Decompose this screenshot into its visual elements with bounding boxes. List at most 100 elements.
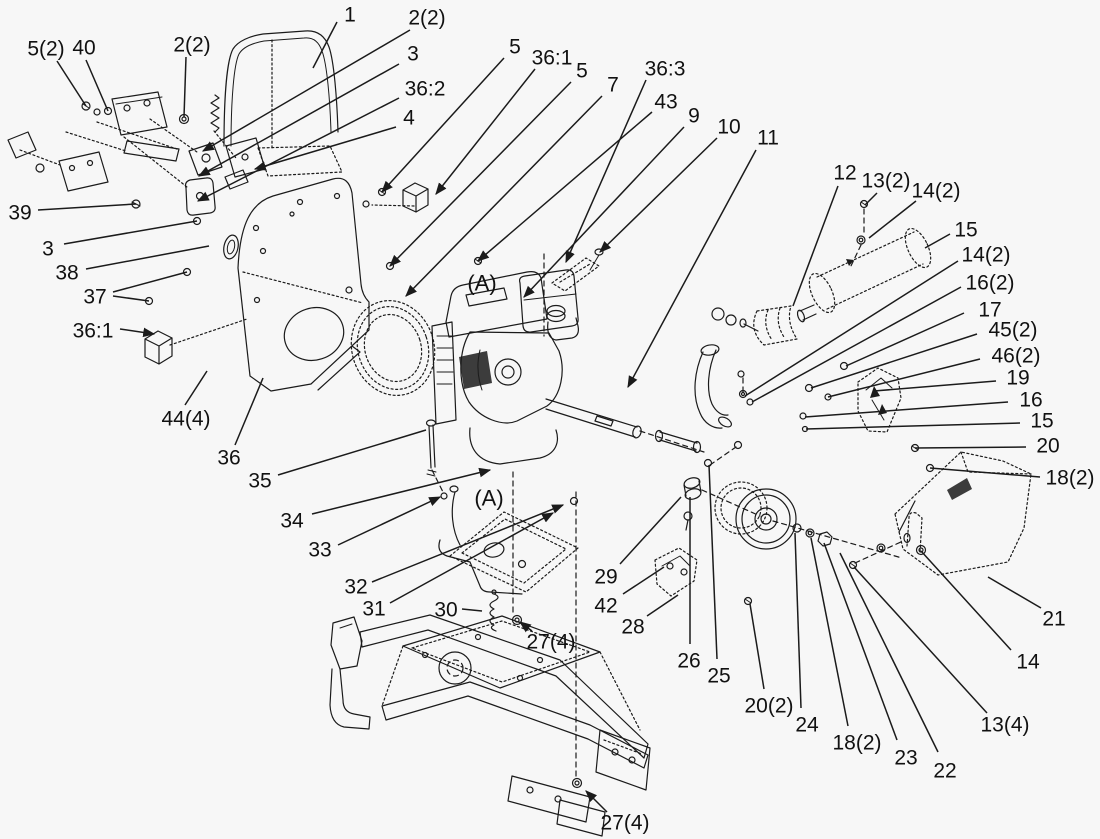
leader-line xyxy=(929,467,1041,478)
part-label-27(4): 27(4) xyxy=(600,812,649,835)
leader-line xyxy=(751,286,962,403)
engine-assembly xyxy=(425,248,702,632)
part-label-5: 5 xyxy=(576,60,588,83)
leader-line xyxy=(337,496,442,546)
leader-line xyxy=(85,59,109,112)
leader-line xyxy=(794,532,802,709)
leader-line xyxy=(873,380,997,392)
part-label-10: 10 xyxy=(717,116,740,139)
leader-line xyxy=(37,203,137,211)
part-label-15: 15 xyxy=(1030,410,1053,433)
part-label-2(2): 2(2) xyxy=(408,7,445,30)
part-label-12: 12 xyxy=(833,162,856,185)
decal-kits xyxy=(144,182,600,365)
part-label-2(2): 2(2) xyxy=(173,34,210,57)
leader-line xyxy=(622,566,665,595)
part-label-37: 37 xyxy=(83,286,106,309)
leader-line xyxy=(477,111,653,262)
part-label-27(4): 27(4) xyxy=(526,631,575,654)
part-label-3: 3 xyxy=(42,238,54,261)
leader-line xyxy=(864,192,878,206)
leader-line xyxy=(914,446,1027,449)
leader-line xyxy=(312,21,338,69)
leader-line xyxy=(868,200,917,239)
part-label-36:2: 36:2 xyxy=(405,78,446,101)
leader-line xyxy=(619,496,682,565)
part-label-11: 11 xyxy=(757,127,779,150)
leader-line xyxy=(253,126,397,171)
leader-line xyxy=(277,429,427,476)
leader-line xyxy=(810,333,978,389)
muffler-assembly xyxy=(694,227,932,429)
part-label-14(2): 14(2) xyxy=(911,180,960,203)
part-label-29: 29 xyxy=(594,566,617,589)
leader-line xyxy=(201,29,411,152)
leader-line xyxy=(184,370,208,406)
part-label-36: 36 xyxy=(217,447,240,470)
pulley-assembly xyxy=(654,477,833,597)
part-label-46(2): 46(2) xyxy=(991,345,1040,368)
part-label-14: 14 xyxy=(1016,651,1040,674)
part-label-36:3: 36:3 xyxy=(645,58,686,81)
part-label-5(2): 5(2) xyxy=(27,38,64,61)
part-label-23: 23 xyxy=(894,747,917,770)
part-label-45(2): 45(2) xyxy=(988,319,1037,342)
part-label-20: 20 xyxy=(1036,435,1059,458)
part-label-9: 9 xyxy=(688,105,700,128)
part-label-22: 22 xyxy=(933,760,956,783)
leader-line xyxy=(405,95,603,297)
firewall-panel xyxy=(223,177,370,392)
leader-line xyxy=(744,260,959,397)
belt-cover xyxy=(894,451,1032,576)
part-label-13(2): 13(2) xyxy=(861,170,910,193)
leader-line xyxy=(810,537,849,727)
part-label-40: 40 xyxy=(72,37,95,60)
part-label-36:1: 36:1 xyxy=(532,47,573,70)
part-label-42: 42 xyxy=(594,595,617,618)
leader-line xyxy=(749,603,765,690)
part-label-30: 30 xyxy=(434,599,457,622)
leader-line xyxy=(196,97,400,202)
leader-line xyxy=(523,126,685,298)
leader-line xyxy=(839,552,939,753)
leader-line xyxy=(56,60,87,107)
leader-line xyxy=(646,594,679,617)
leader-line xyxy=(845,312,965,367)
frame-weldment xyxy=(329,614,651,837)
leader-line xyxy=(389,81,572,267)
leader-line xyxy=(197,63,400,177)
part-label-31: 31 xyxy=(362,598,385,621)
leader-line xyxy=(461,608,483,612)
leader-line xyxy=(853,566,988,714)
leader-line xyxy=(371,504,565,583)
part-label-14(2): 14(2) xyxy=(961,244,1010,267)
leader-line xyxy=(85,245,210,270)
part-label-16(2): 16(2) xyxy=(965,272,1014,295)
part-label-24: 24 xyxy=(795,714,819,737)
part-label-43: 43 xyxy=(654,91,677,114)
assembly-axis-lines xyxy=(431,208,904,781)
part-label-33: 33 xyxy=(308,539,331,562)
leader-line xyxy=(112,295,150,302)
part-label-44(4): 44(4) xyxy=(161,408,210,431)
leader-line xyxy=(792,185,839,307)
part-label-7: 7 xyxy=(607,74,619,97)
leader-line xyxy=(381,57,505,193)
part-label-15: 15 xyxy=(954,219,977,242)
part-label-39: 39 xyxy=(8,202,31,225)
leader-line xyxy=(435,68,536,195)
leader-line xyxy=(599,137,718,253)
part-label-13(4): 13(4) xyxy=(980,714,1029,737)
leader-line xyxy=(804,401,1009,418)
part-label-35: 35 xyxy=(248,470,271,493)
part-label-16: 16 xyxy=(1019,389,1042,412)
leader-line xyxy=(627,149,757,389)
part-label-18(2): 18(2) xyxy=(1045,467,1094,490)
part-label-4: 4 xyxy=(403,107,415,130)
part-label-1: 1 xyxy=(344,4,356,27)
part-label-26: 26 xyxy=(677,650,700,673)
leader-line xyxy=(924,233,951,249)
leader-line xyxy=(234,377,264,446)
